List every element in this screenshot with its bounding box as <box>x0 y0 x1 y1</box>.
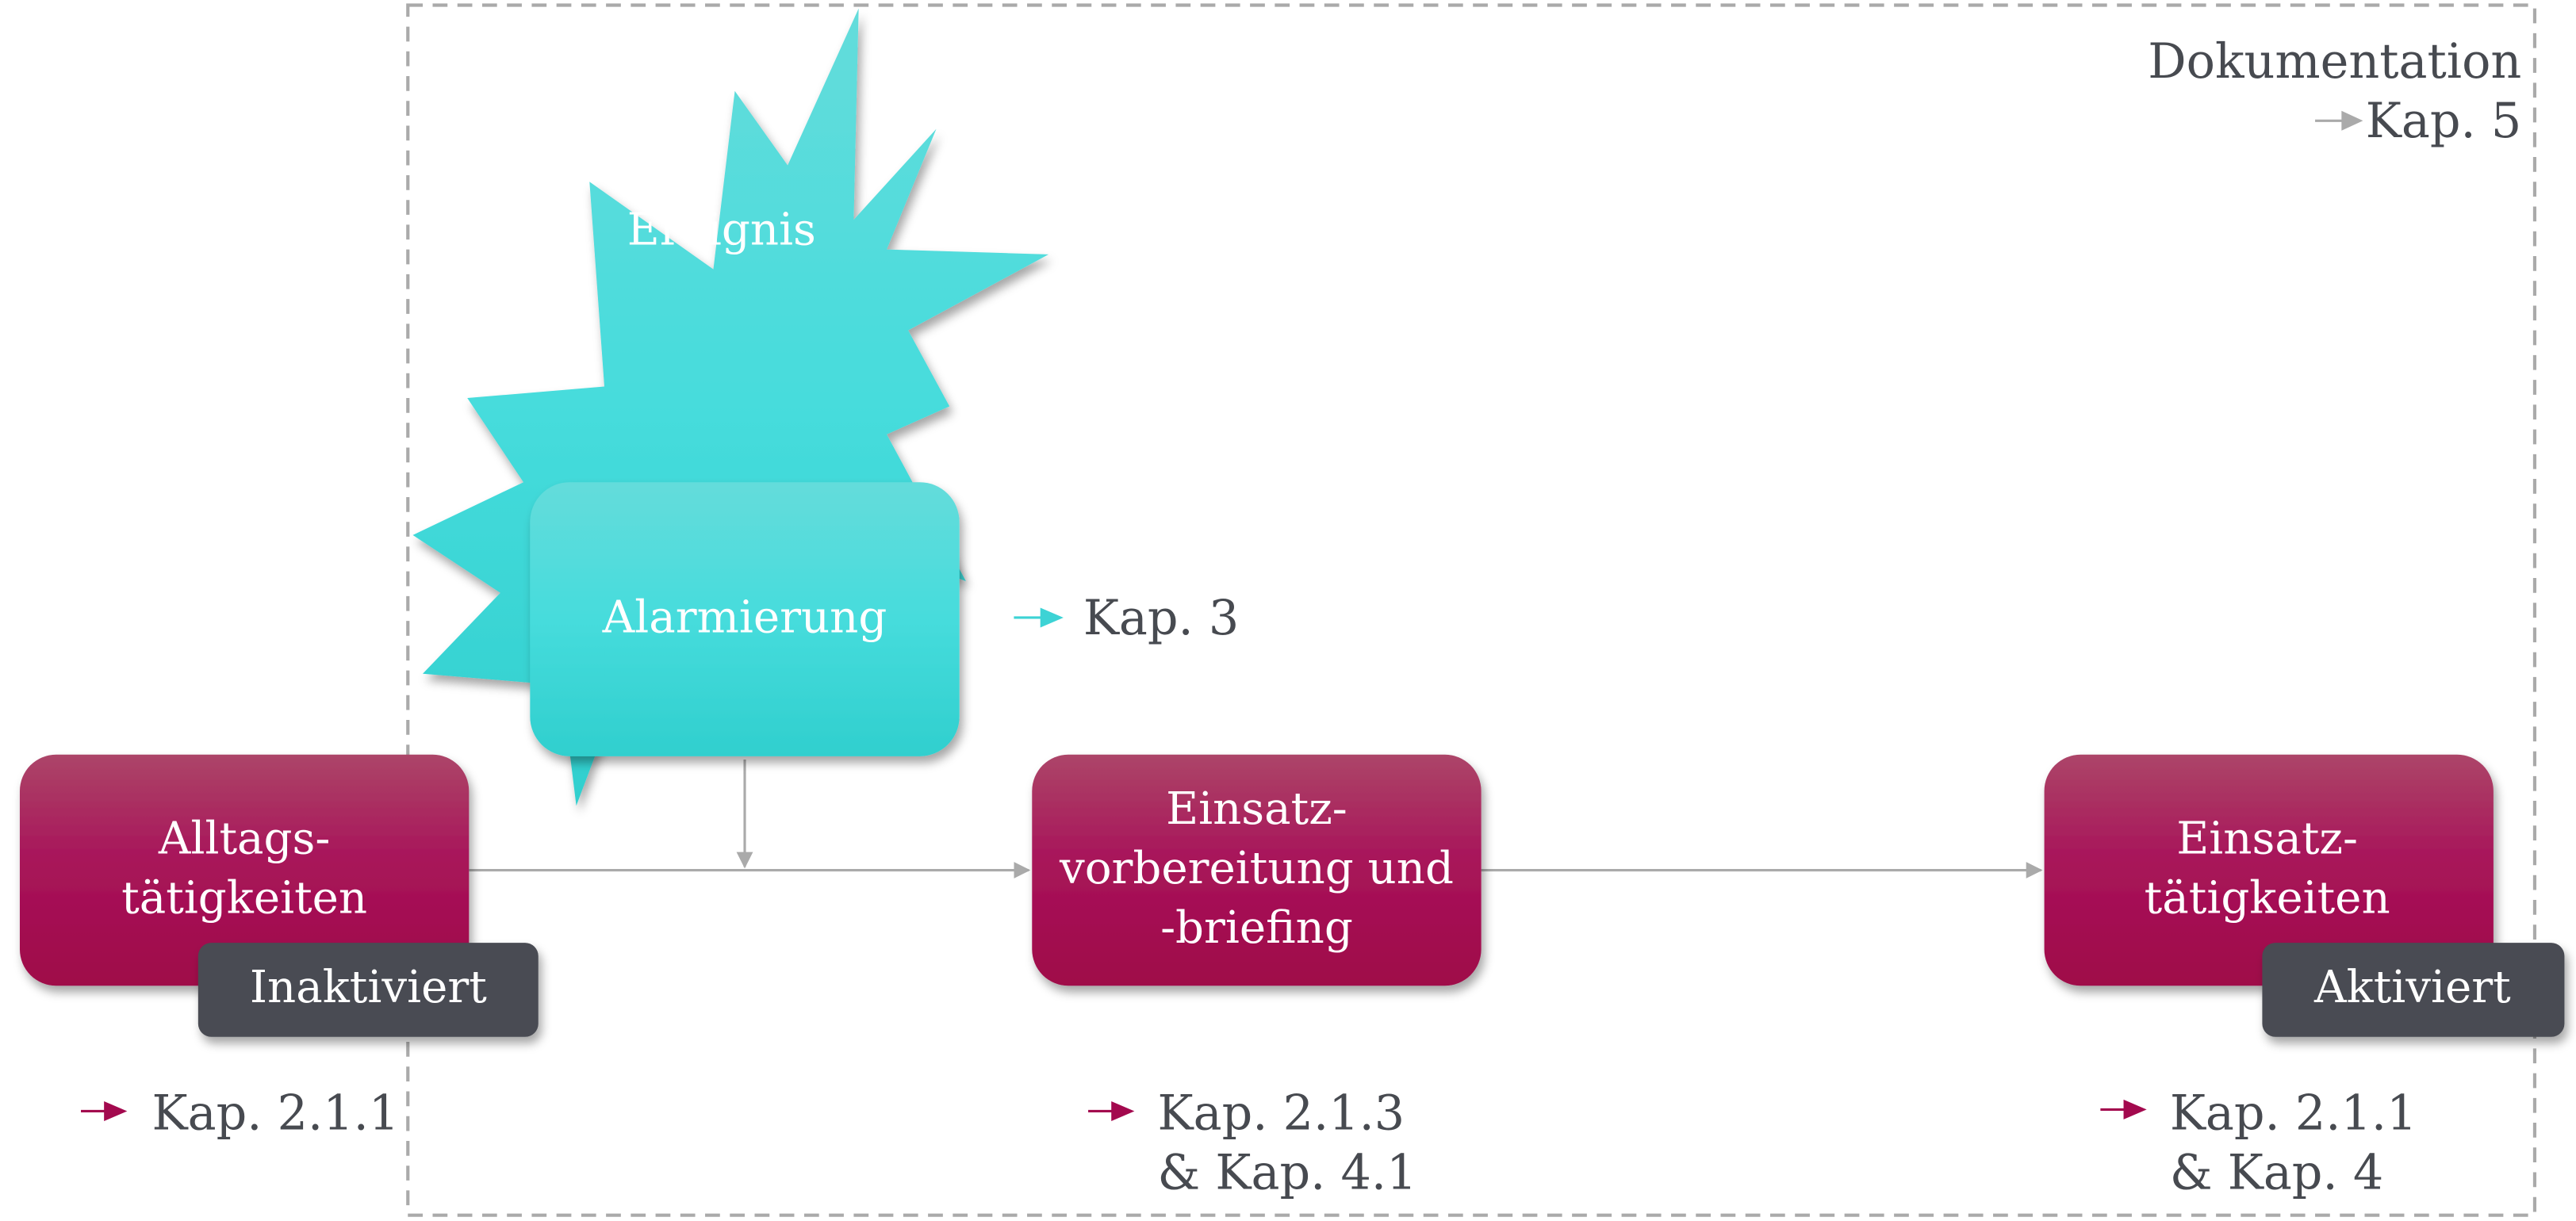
operation-box <box>2044 754 2494 986</box>
operation-ref-line2: & Kap. 4 <box>2170 1145 2383 1200</box>
arrow-icon <box>1088 1100 1135 1121</box>
daily-badge-label: Inaktiviert <box>250 962 487 1013</box>
documentation-frame <box>406 3 2537 1217</box>
alarm-box <box>530 482 960 756</box>
prep-ref-line2: & Kap. 4.1 <box>1158 1145 1417 1200</box>
prep-ref: Kap. 2.1.3 & Kap. 4.1 <box>1088 1085 1417 1200</box>
operation-status-badge: Aktiviert <box>2262 943 2565 1037</box>
daily-ref: Kap. 2.1.1 <box>81 1085 399 1141</box>
arrow-icon <box>2100 1099 2147 1120</box>
alarm-label: Alarmierung <box>602 592 887 644</box>
prep-ref-line1: Kap. 2.1.3 <box>1158 1085 1405 1141</box>
arrow-icon <box>1014 607 1064 628</box>
prep-label-line1: Einsatz- <box>1166 783 1347 835</box>
documentation-title: Dokumentation <box>2148 34 2521 90</box>
prep-box <box>1032 754 1482 986</box>
alarm-node[interactable]: Alarmierung <box>530 482 960 756</box>
alarm-ref: Kap. 3 <box>1014 591 1239 646</box>
prep-label-line2: vorbereitung und <box>1059 843 1454 894</box>
daily-box <box>19 754 470 986</box>
operation-label-line2: tätigkeiten <box>2145 873 2390 924</box>
documentation-ref: Kap. 5 <box>2366 94 2521 149</box>
event-label: Ereignis <box>627 204 816 255</box>
operation-badge-label: Aktiviert <box>2313 962 2511 1013</box>
daily-label-line1: Alltags- <box>158 813 330 865</box>
arrow-icon <box>81 1100 128 1121</box>
prep-node[interactable]: Einsatz- vorbereitung und -briefing <box>1032 754 1482 986</box>
arrow-icon <box>2315 110 2363 131</box>
daily-ref-text: Kap. 2.1.1 <box>152 1085 400 1141</box>
daily-label-line2: tätigkeiten <box>121 873 367 924</box>
alarm-ref-text: Kap. 3 <box>1083 591 1239 646</box>
daily-node[interactable]: Alltags- tätigkeiten <box>19 754 470 986</box>
operation-node[interactable]: Einsatz- tätigkeiten <box>2044 754 2494 986</box>
daily-status-badge: Inaktiviert <box>197 943 539 1037</box>
operation-label-line1: Einsatz- <box>2176 813 2358 865</box>
prep-label-line3: -briefing <box>1160 902 1353 954</box>
operation-ref: Kap. 2.1.1 & Kap. 4 <box>2100 1085 2417 1200</box>
operation-ref-line1: Kap. 2.1.1 <box>2170 1085 2417 1141</box>
